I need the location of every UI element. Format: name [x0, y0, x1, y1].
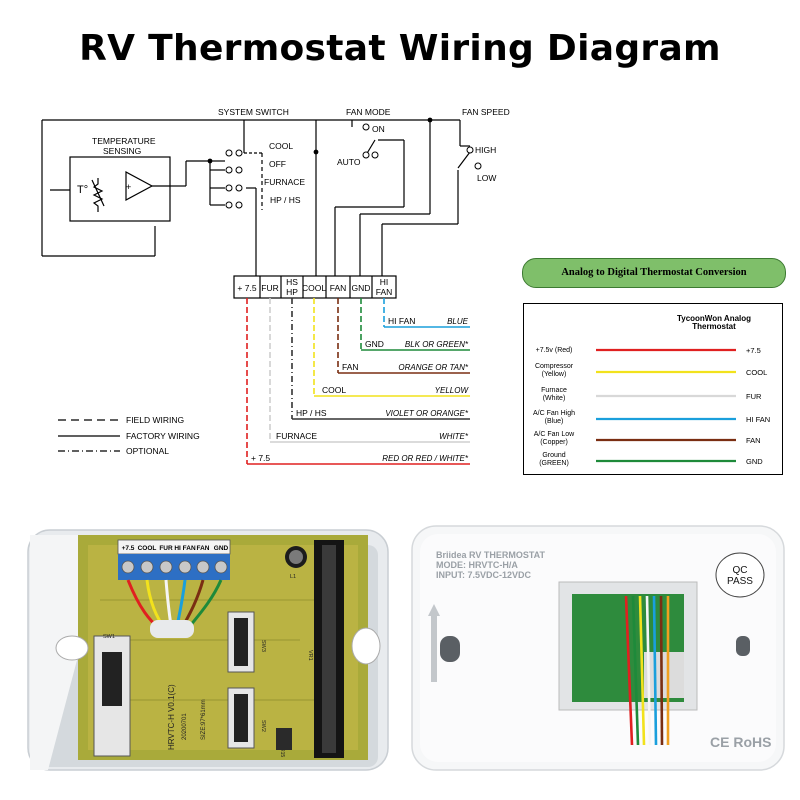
qc-line2: PASS	[727, 576, 753, 587]
field-wire-color-label: YELLOW	[435, 386, 470, 395]
terminal-plus75: + 7.5	[237, 283, 256, 293]
conversion-row-right: HI FAN	[746, 415, 770, 424]
photo-terminal-gnd: GND	[214, 545, 229, 552]
cover-brand-line1: Briidea RV THERMOSTAT	[436, 550, 546, 560]
svg-text:+: +	[126, 182, 131, 192]
ce-rohs-mark: CE RoHS	[710, 734, 771, 750]
furnace-label: FURNACE	[264, 177, 305, 187]
conversion-row-right: +7.5	[746, 346, 761, 355]
photo-label-l1: L1	[290, 574, 296, 580]
conversion-row-left-sub: (White)	[543, 395, 566, 402]
photo-board-size: SIZE:97*61mm	[201, 699, 207, 740]
terminal-fan: FAN	[330, 283, 347, 293]
field-wire-color-label: ORANGE OR TAN*	[398, 363, 469, 372]
conversion-row-right: GND	[746, 457, 763, 466]
photo-label-sw1: SW1	[103, 634, 115, 640]
field-wire-color-label: BLK OR GREEN*	[405, 340, 469, 349]
field-wire-color-label: WHITE*	[439, 432, 469, 441]
conversion-row-left: Ground	[542, 452, 565, 459]
conversion-row-left: Compressor	[535, 363, 574, 370]
cover-brand-line3: INPUT: 7.5VDC-12VDC	[436, 570, 532, 580]
thermostat-cover-photo: Briidea RV THERMOSTAT MODE: HRVTC-H/A IN…	[411, 525, 785, 771]
field-wire-label: HI FAN	[388, 316, 415, 326]
temp-sensing-label-1: TEMPERATURE	[92, 136, 156, 146]
conversion-row-right: FAN	[746, 436, 761, 445]
field-wire-label: COOL	[322, 385, 346, 395]
terminal-hp: HP	[286, 287, 298, 297]
t-symbol: T°	[77, 184, 88, 196]
on-label: ON	[372, 124, 385, 134]
photo-terminal-fan: FAN	[197, 545, 210, 552]
conversion-row-left-sub: (Yellow)	[542, 371, 567, 378]
conversion-table-graphic: TycoonWon Analog Thermostat +7.5v (Red)+…	[533, 314, 770, 467]
conversion-row-left: +7.5v (Red)	[536, 347, 573, 354]
field-wire-color-label: RED OR RED / WHITE*	[382, 454, 469, 463]
field-wire-label: FURNACE	[276, 431, 317, 441]
auto-label: AUTO	[337, 157, 361, 167]
field-wire-label: FAN	[342, 362, 359, 372]
terminal-gnd: GND	[352, 283, 371, 293]
cool-label: COOL	[269, 141, 293, 151]
low-label: LOW	[477, 173, 496, 183]
terminal-hi: HI	[380, 277, 389, 287]
conversion-row-left: A/C Fan Low	[534, 431, 575, 438]
conversion-row-right: FUR	[746, 392, 762, 401]
conversion-row-left: A/C Fan High	[533, 410, 575, 417]
conversion-row-left-sub: (GREEN)	[539, 460, 569, 467]
field-wire-color-label: VIOLET OR ORANGE*	[385, 409, 469, 418]
conversion-header-1: TycoonWon Analog	[677, 314, 751, 323]
system-switch-label: SYSTEM SWITCH	[218, 107, 289, 117]
open-thermostat-photo: +7.5 COOL FUR HI FAN FAN GND	[27, 529, 389, 771]
legend-factory-wiring: FACTORY WIRING	[126, 431, 200, 441]
terminal-hs: HS	[286, 277, 298, 287]
field-wires: HI FAN BLUE GND BLK OR GREEN* FAN ORANGE OR T…	[246, 298, 470, 465]
photo-terminal-hifan: HI FAN	[174, 545, 196, 552]
legend-optional: OPTIONAL	[126, 446, 169, 456]
conversion-table: TycoonWon Analog Thermostat +7.5v (Red)+…	[523, 303, 783, 475]
conversion-row-left-sub: (Blue)	[545, 418, 564, 425]
field-wire-label: + 7.5	[251, 453, 270, 463]
conversion-row-left: Furnace	[541, 387, 567, 394]
high-label: HIGH	[475, 145, 496, 155]
fan-speed-label: FAN SPEED	[462, 107, 510, 117]
field-wire-color-label: BLUE	[447, 317, 469, 326]
off-label: OFF	[269, 159, 286, 169]
photo-label-vr1: VR1	[307, 650, 313, 661]
field-wire-label: GND	[365, 339, 384, 349]
hp-hs-label: HP / HS	[270, 195, 301, 205]
cover-brand-line2: MODE: HRVTC-H/A	[436, 560, 518, 570]
photo-label-sw3: SW3	[260, 640, 266, 652]
terminal-fur: FUR	[261, 283, 278, 293]
terminal-cool: COOL	[302, 283, 326, 293]
conversion-row-right: COOL	[746, 368, 767, 377]
photo-label-sw2: SW2	[260, 720, 266, 732]
conversion-row-left-sub: (Copper)	[540, 439, 568, 446]
photo-board-text: HRVTC-H V0.1(C)	[167, 684, 176, 750]
fan-mode-label: FAN MODE	[346, 107, 391, 117]
photo-board-date: 20200701	[182, 713, 188, 740]
photo-terminal-cool: COOL	[138, 545, 157, 552]
terminal-hi-fan: FAN	[376, 287, 393, 297]
qc-line1: QC	[733, 565, 748, 576]
conversion-header-2: Thermostat	[692, 322, 736, 331]
field-wire-label: HP / HS	[296, 408, 327, 418]
photo-terminal-75: +7.5	[122, 545, 135, 552]
conversion-badge: Analog to Digital Thermostat Conversion	[522, 258, 786, 288]
temp-sensing-label-2: SENSING	[103, 146, 141, 156]
page-title: RV Thermostat Wiring Diagram	[79, 28, 721, 69]
photo-label-r: R15	[279, 748, 285, 757]
photo-terminal-fur: FUR	[159, 545, 173, 552]
legend-field-wiring: FIELD WIRING	[126, 415, 184, 425]
